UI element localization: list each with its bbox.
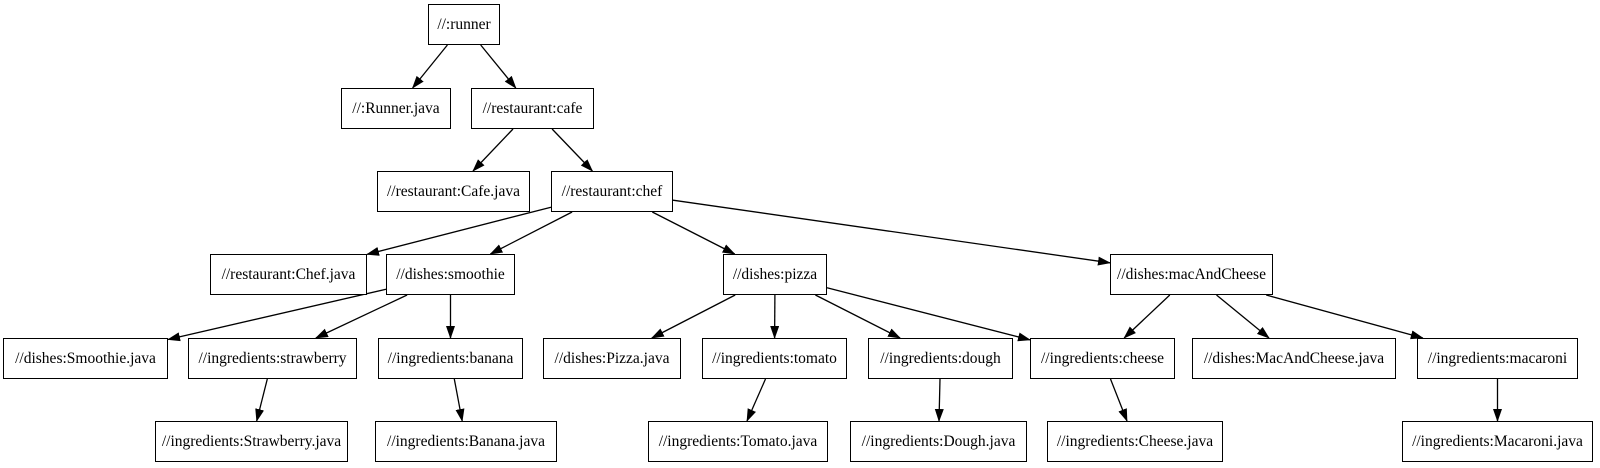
graph-edge-smoothie-to-smoothie-java xyxy=(167,288,387,342)
graph-node-cafe: //restaurant:cafe xyxy=(471,88,594,129)
graph-node-label: //ingredients:Tomato.java xyxy=(658,432,818,450)
graph-edge-tomato-to-tomato-java xyxy=(746,378,767,422)
graph-node-smoothie-java: //dishes:Smoothie.java xyxy=(3,338,168,379)
graph-edge-cheese-to-cheese-java xyxy=(1109,378,1128,422)
graph-edge-runner-to-cafe xyxy=(480,44,517,89)
graph-edge-mac-and-cheese-to-mac-and-cheese-java xyxy=(1216,294,1270,339)
graph-edge-mac-and-cheese-to-macaroni xyxy=(1266,294,1424,340)
graph-edge-banana-to-banana-java xyxy=(453,378,465,422)
graph-node-label: //ingredients:banana xyxy=(387,349,514,367)
graph-edge-mac-and-cheese-to-cheese xyxy=(1123,294,1171,339)
graph-node-label: //restaurant:chef xyxy=(561,182,663,200)
graph-node-label: //ingredients:dough xyxy=(880,349,1001,367)
graph-node-cafe-java: //restaurant:Cafe.java xyxy=(377,171,530,212)
graph-node-chef-java: //restaurant:Chef.java xyxy=(210,254,367,295)
graph-node-label: //dishes:macAndCheese xyxy=(1117,265,1266,283)
graph-node-mac-and-cheese: //dishes:macAndCheese xyxy=(1110,254,1273,295)
graph-node-label: //ingredients:Banana.java xyxy=(387,432,545,450)
graph-edge-pizza-to-cheese xyxy=(826,287,1031,342)
graph-node-label: //:runner xyxy=(437,15,491,33)
graph-node-label: //ingredients:Cheese.java xyxy=(1056,432,1214,450)
graph-node-label: //dishes:smoothie xyxy=(396,265,505,283)
graph-node-strawberry-java: //ingredients:Strawberry.java xyxy=(155,421,348,462)
graph-node-label: //ingredients:tomato xyxy=(712,349,837,367)
graph-node-label: //dishes:pizza xyxy=(732,265,818,283)
graph-edge-chef-to-chef-java xyxy=(366,206,552,256)
graph-node-cheese: //ingredients:cheese xyxy=(1030,338,1175,379)
graph-node-label: //restaurant:Cafe.java xyxy=(387,182,520,200)
graph-node-pizza-java: //dishes:Pizza.java xyxy=(543,338,681,379)
graph-node-label: //:Runner.java xyxy=(352,99,440,117)
graph-node-label: //restaurant:Chef.java xyxy=(221,265,356,283)
graph-edge-cafe-to-cafe-java xyxy=(472,128,514,172)
graph-node-label: //ingredients:strawberry xyxy=(198,349,347,367)
graph-node-macaroni-java: //ingredients:Macaroni.java xyxy=(1402,421,1593,462)
graph-node-tomato-java: //ingredients:Tomato.java xyxy=(648,421,828,462)
graph-edge-dough-to-dough-java xyxy=(934,378,944,422)
graph-edge-strawberry-to-strawberry-java xyxy=(255,378,268,422)
graph-node-runner: //:runner xyxy=(428,4,500,45)
graph-node-macaroni: //ingredients:macaroni xyxy=(1417,338,1578,379)
graph-node-dough-java: //ingredients:Dough.java xyxy=(850,421,1027,462)
graph-node-banana-java: //ingredients:Banana.java xyxy=(375,421,557,462)
graph-edge-chef-to-mac-and-cheese xyxy=(672,199,1111,266)
graph-node-label: //dishes:Smoothie.java xyxy=(15,349,156,367)
graph-node-dough: //ingredients:dough xyxy=(868,338,1013,379)
graph-node-runner-java: //:Runner.java xyxy=(341,88,451,129)
graph-node-mac-and-cheese-java: //dishes:MacAndCheese.java xyxy=(1192,338,1396,379)
graph-node-strawberry: //ingredients:strawberry xyxy=(188,338,357,379)
graph-node-label: //ingredients:Dough.java xyxy=(861,432,1016,450)
graph-node-label: //ingredients:cheese xyxy=(1040,349,1165,367)
graph-edge-smoothie-to-strawberry xyxy=(314,294,408,339)
graph-edge-runner-to-runner-java xyxy=(411,44,448,89)
graph-node-label: //ingredients:Macaroni.java xyxy=(1412,432,1583,450)
graph-edge-pizza-to-dough xyxy=(815,294,901,339)
graph-node-label: //dishes:MacAndCheese.java xyxy=(1203,349,1385,367)
graph-edge-cafe-to-chef xyxy=(551,128,594,172)
graph-edge-chef-to-pizza xyxy=(652,211,736,255)
graph-node-banana: //ingredients:banana xyxy=(378,338,523,379)
graph-node-label: //ingredients:Strawberry.java xyxy=(161,432,342,450)
graph-node-label: //dishes:Pizza.java xyxy=(554,349,670,367)
graph-node-pizza: //dishes:pizza xyxy=(723,254,827,295)
graph-edge-chef-to-smoothie xyxy=(489,211,573,255)
graph-node-tomato: //ingredients:tomato xyxy=(702,338,847,379)
graph-node-cheese-java: //ingredients:Cheese.java xyxy=(1047,421,1223,462)
graph-node-chef: //restaurant:chef xyxy=(551,171,673,212)
graph-node-label: //restaurant:cafe xyxy=(482,99,583,117)
graph-node-label: //ingredients:macaroni xyxy=(1427,349,1568,367)
graph-edge-pizza-to-pizza-java xyxy=(650,294,736,339)
graph-node-smoothie: //dishes:smoothie xyxy=(386,254,515,295)
